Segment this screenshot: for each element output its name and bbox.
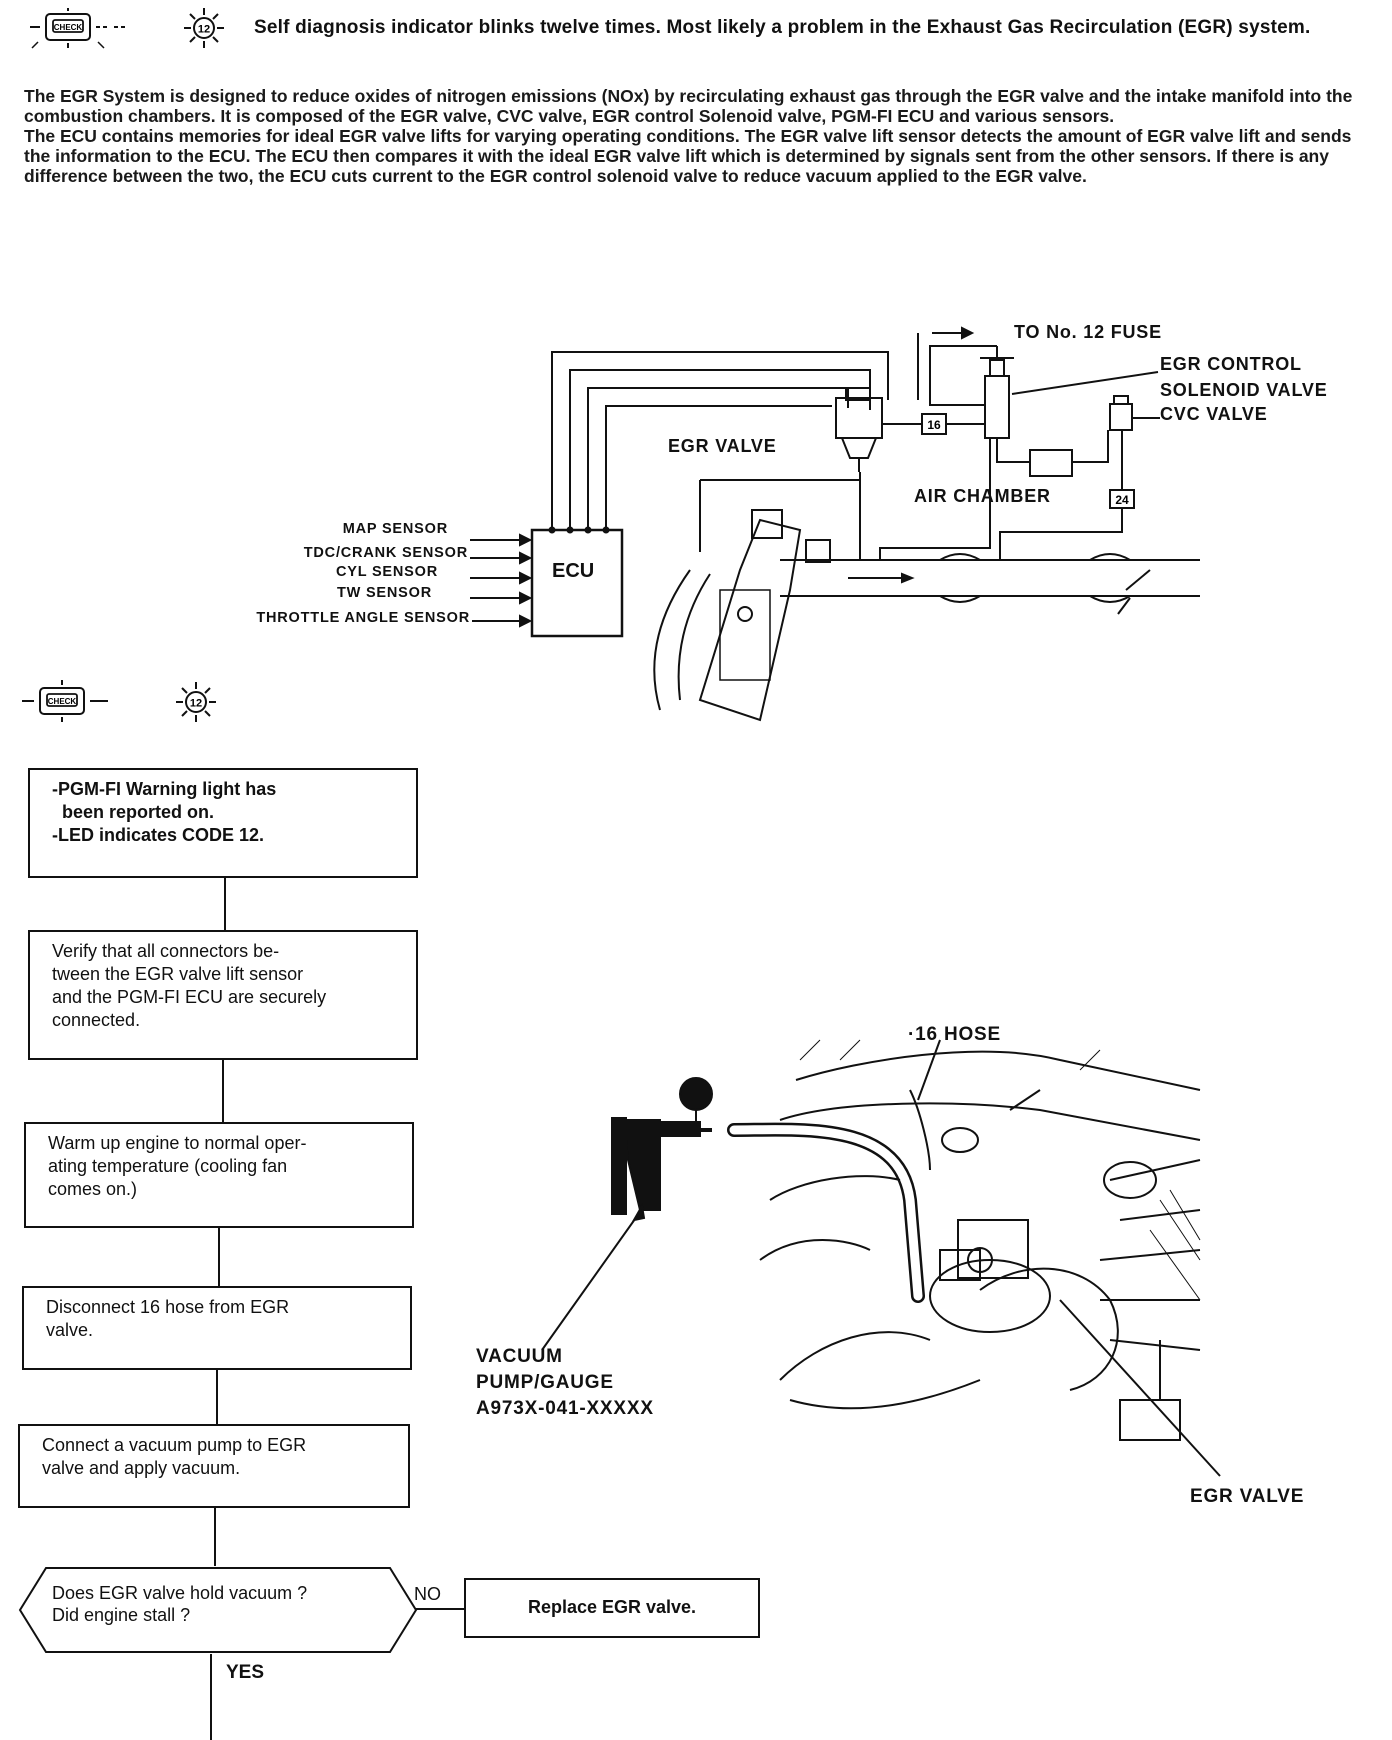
no-label: NO bbox=[414, 1584, 441, 1604]
vacuum-pump-label: VACUUM PUMP/GAUGE A973X-041-XXXXX bbox=[476, 1346, 654, 1419]
egr-valve-label: EGR VALVE bbox=[668, 436, 777, 456]
map-sensor-label: MAP SENSOR bbox=[342, 521, 448, 537]
check-engine-icon: CHECK bbox=[30, 8, 128, 49]
cvc-valve-label: CVC VALVE bbox=[1160, 404, 1268, 424]
svg-text:16: 16 bbox=[927, 418, 941, 432]
flow-step-warm-up-engine: Warm up engine to normal oper- ating tem… bbox=[24, 1122, 414, 1228]
svg-text:24: 24 bbox=[1115, 493, 1129, 507]
svg-text:CHECK: CHECK bbox=[48, 697, 77, 706]
egr-control-label-2: SOLENOID VALVE bbox=[1160, 380, 1328, 400]
flow-step-disconnect-hose: Disconnect 16 hose from EGR valve. bbox=[22, 1286, 412, 1370]
intro-text: The EGR System is designed to reduce oxi… bbox=[24, 86, 1364, 186]
code-12-blink-icon: 12 bbox=[176, 682, 216, 722]
flow-step-replace-egr-valve: Replace EGR valve. bbox=[464, 1578, 760, 1638]
ecu-box bbox=[530, 528, 624, 638]
egr-valve-body bbox=[835, 397, 883, 439]
ecu-label: ECU bbox=[552, 560, 595, 582]
flow-connector bbox=[216, 1370, 218, 1424]
flow-connector bbox=[218, 1228, 220, 1286]
egr-system-diagram: 16 24 bbox=[470, 326, 1200, 722]
tdc-crank-sensor-label: TDC/CRANK SENSOR bbox=[303, 545, 468, 561]
egr-solenoid bbox=[984, 375, 1010, 439]
flow-decision-text: Does EGR valve hold vacuum ? Did engine … bbox=[52, 1583, 308, 1625]
air-chamber-label: AIR CHAMBER bbox=[914, 486, 1051, 506]
throttle-angle-sensor-label: THROTTLE ANGLE SENSOR bbox=[256, 610, 470, 626]
egr-control-label-1: EGR CONTROL bbox=[1160, 354, 1302, 374]
flow-connector-yes bbox=[210, 1654, 212, 1740]
intro-paragraph-1: The EGR System is designed to reduce oxi… bbox=[24, 86, 1353, 126]
flow-decision-hexagon bbox=[18, 1567, 418, 1653]
air-chamber bbox=[1029, 449, 1073, 477]
egr-valve-callout-label: EGR VALVE bbox=[1190, 1486, 1305, 1507]
cvc-valve bbox=[1109, 403, 1133, 431]
engine-egr-illustration bbox=[541, 1039, 1221, 1477]
flow-step-warning-light: -PGM-FI Warning light has been reported … bbox=[28, 768, 418, 878]
flow-step-verify-connectors: Verify that all connectors be- tween the… bbox=[28, 930, 418, 1060]
svg-text:CHECK: CHECK bbox=[54, 23, 83, 32]
intro-paragraph-2: The ECU contains memories for ideal EGR … bbox=[24, 126, 1352, 186]
tw-sensor-label: TW SENSOR bbox=[336, 585, 432, 601]
page-title: Self diagnosis indicator blinks twelve t… bbox=[254, 17, 1311, 38]
yes-label: YES bbox=[226, 1662, 265, 1683]
flow-step-connect-vacuum-pump: Connect a vacuum pump to EGR valve and a… bbox=[18, 1424, 410, 1508]
svg-text:12: 12 bbox=[198, 24, 210, 36]
flow-connector bbox=[214, 1508, 216, 1566]
flow-connector bbox=[222, 1060, 224, 1122]
flow-connector bbox=[224, 878, 226, 930]
hose-16-label: ·16 HOSE bbox=[908, 1024, 1001, 1045]
svg-text:12: 12 bbox=[190, 698, 202, 710]
flow-connector-no bbox=[416, 1608, 464, 1610]
code-12-blink-icon: 12 bbox=[184, 8, 224, 48]
cyl-sensor-label: CYL SENSOR bbox=[335, 564, 438, 580]
check-engine-icon: CHECK bbox=[22, 680, 108, 722]
to-fuse-label: TO No. 12 FUSE bbox=[1014, 322, 1162, 342]
